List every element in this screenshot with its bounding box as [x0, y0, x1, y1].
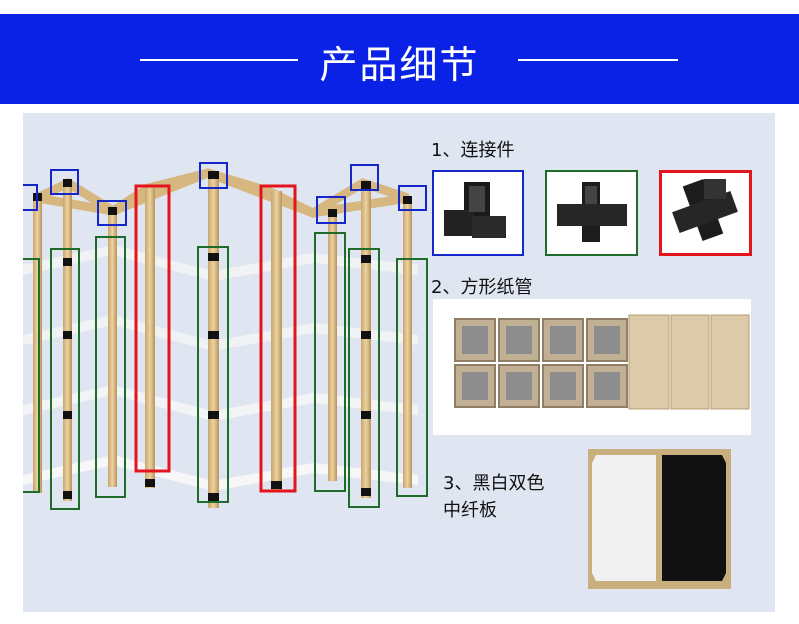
board-label-line1: 3、黑白双色: [443, 473, 545, 494]
title-divider-right: [518, 59, 678, 61]
connector-3way-image: [432, 170, 524, 256]
shelf-boards: [23, 245, 418, 491]
title-divider-left: [140, 59, 298, 61]
tube-highlight-boxes: [23, 232, 428, 510]
mdf-board-image: [588, 449, 731, 589]
shelf-posts: [33, 173, 412, 508]
tube-label: 2、方形纸管: [431, 277, 533, 298]
product-detail-panel: 1、连接件 2、方形纸管: [23, 113, 775, 612]
connector-5way-image: [659, 170, 752, 256]
connector-4way-image: [545, 170, 638, 256]
shelf-illustration: [23, 162, 428, 510]
page-title: 产品细节: [319, 43, 480, 87]
square-tube-image: [433, 299, 751, 435]
connector-highlight-boxes: [23, 162, 427, 226]
shelf-top-frame: [35, 168, 410, 219]
connector-joints: [33, 171, 412, 501]
red-highlight-boxes: [134, 184, 297, 493]
header-banner: 产品细节: [0, 14, 799, 104]
connector-label: 1、连接件: [431, 140, 515, 161]
board-label-line2: 中纤板: [443, 500, 497, 521]
